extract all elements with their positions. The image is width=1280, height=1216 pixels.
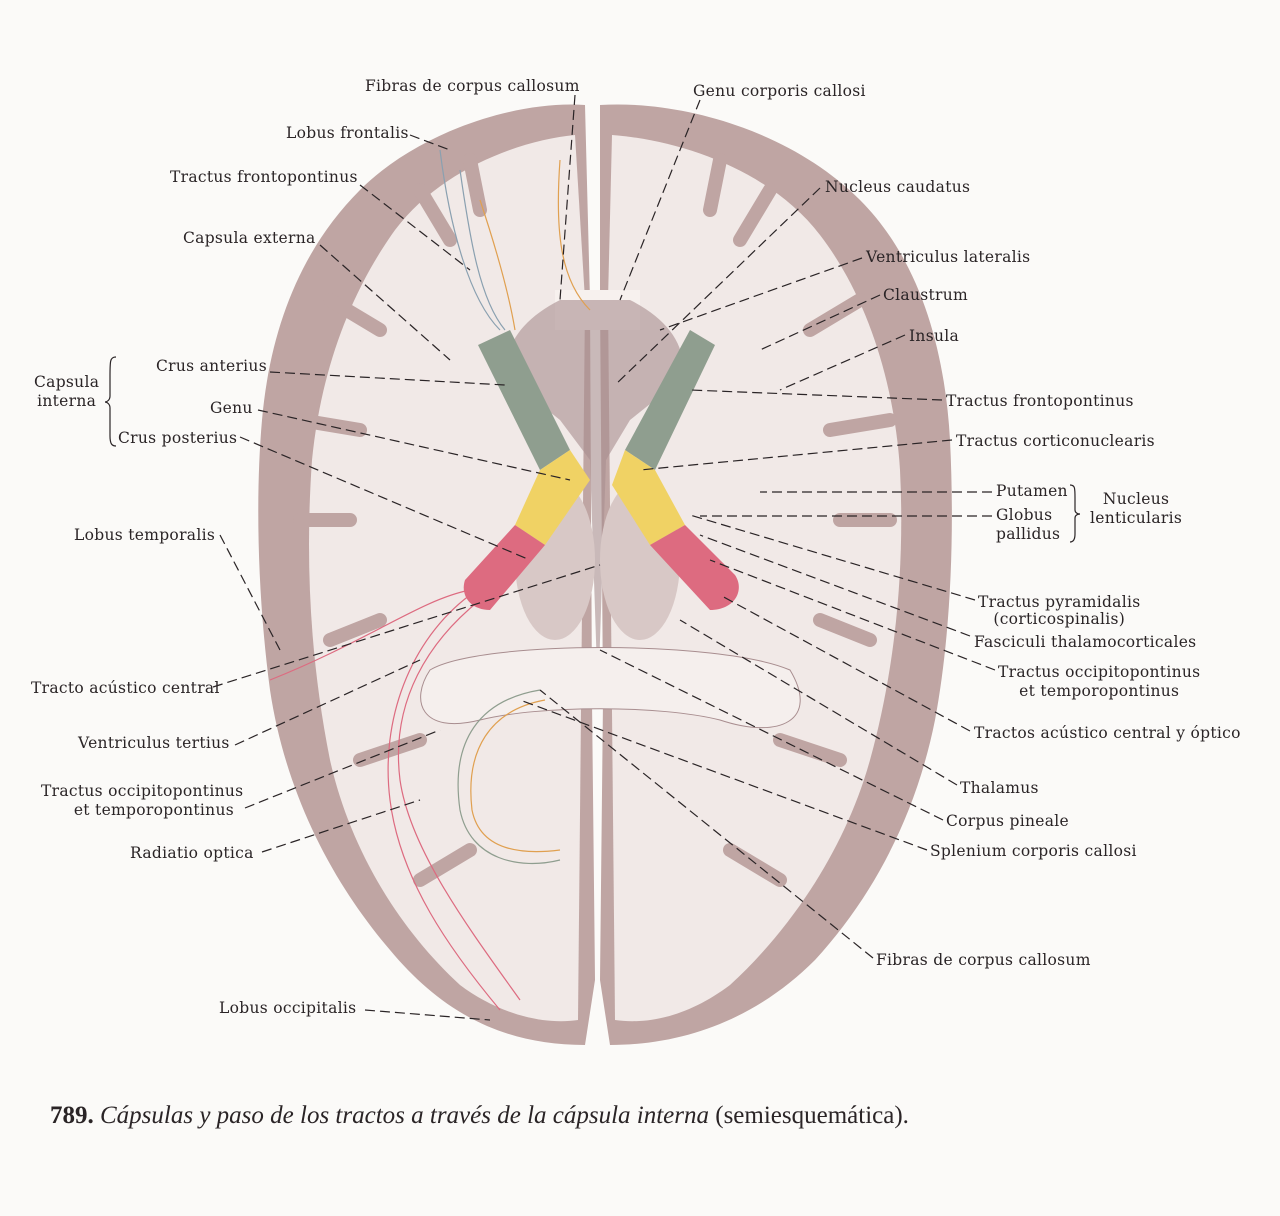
pyramidalis-line2: (corticospinalis) bbox=[993, 610, 1126, 628]
label-splenium: Splenium corporis callosi bbox=[930, 842, 1137, 860]
capsula-interna-left bbox=[463, 330, 590, 610]
ventricles bbox=[507, 300, 683, 700]
label-corpus-pineale: Corpus pineale bbox=[946, 812, 1069, 830]
label-thalamus: Thalamus bbox=[960, 779, 1039, 797]
label-tractus-pyramidalis: Tractus pyramidalis (corticospinalis) bbox=[978, 594, 1140, 628]
figure-title: Cápsulas y paso de los tractos a través … bbox=[100, 1102, 709, 1129]
label-nucleus-caudatus: Nucleus caudatus bbox=[825, 178, 971, 196]
label-nucleus-lenticularis: Nucleus lenticularis bbox=[1090, 490, 1182, 528]
label-fibras-corpus-callosum-top: Fibras de corpus callosum bbox=[365, 77, 580, 95]
label-tractus-corticonuclearis: Tractus corticonuclearis bbox=[956, 432, 1155, 450]
label-lobus-frontalis: Lobus frontalis bbox=[286, 124, 409, 142]
label-lobus-temporalis: Lobus temporalis bbox=[74, 526, 216, 544]
label-tractos-acustico-optico: Tractos acústico central y óptico bbox=[974, 724, 1241, 742]
label-genu: Genu bbox=[210, 399, 253, 417]
capsula-interna-right bbox=[612, 330, 739, 610]
label-crus-posterius: Crus posterius bbox=[118, 429, 238, 447]
globus-line2: pallidus bbox=[996, 525, 1061, 543]
label-capsula-interna: Capsula interna bbox=[34, 373, 99, 411]
occipito-right-line1: Tractus occipitopontinus bbox=[998, 663, 1201, 681]
label-putamen: Putamen bbox=[996, 482, 1068, 500]
label-fibras-corpus-callosum-bottom: Fibras de corpus callosum bbox=[876, 951, 1091, 969]
brace-capsula-interna bbox=[104, 356, 117, 447]
label-crus-anterius: Crus anterius bbox=[156, 357, 267, 375]
capsula-interna-line2: interna bbox=[37, 392, 97, 410]
lenticularis-line1: Nucleus bbox=[1102, 490, 1170, 508]
label-genu-corporis-callosi: Genu corporis callosi bbox=[693, 82, 866, 100]
brace-nucleus-lenticularis bbox=[1069, 484, 1081, 543]
label-claustrum: Claustrum bbox=[883, 286, 969, 304]
globus-line1: Globus bbox=[996, 506, 1053, 524]
label-capsula-externa: Capsula externa bbox=[183, 229, 316, 247]
label-ventriculus-lateralis: Ventriculus lateralis bbox=[866, 248, 1031, 266]
label-tractus-frontopontinus-right: Tractus frontopontinus bbox=[946, 392, 1134, 410]
label-globus-pallidus: Globus pallidus bbox=[996, 506, 1060, 544]
label-tractus-occipitopontinus-left: Tractus occipitopontinus et temporoponti… bbox=[41, 782, 244, 820]
occipito-left-line2: et temporopontinus bbox=[73, 801, 234, 819]
figure-number: 789. bbox=[50, 1102, 94, 1129]
occipito-right-line2: et temporopontinus bbox=[1019, 682, 1180, 700]
label-tracto-acustico-central: Tracto acústico central bbox=[31, 679, 220, 697]
label-radiatio-optica: Radiatio optica bbox=[130, 844, 254, 862]
label-fasciculi-thalamocorticales: Fasciculi thalamocorticales bbox=[974, 633, 1197, 651]
occipito-left-line1: Tractus occipitopontinus bbox=[41, 782, 244, 800]
splenium bbox=[420, 647, 801, 729]
label-lobus-occipitalis: Lobus occipitalis bbox=[219, 999, 357, 1017]
figure-caption: 789. Cápsulas y paso de los tractos a tr… bbox=[50, 1102, 909, 1130]
capsula-interna-line1: Capsula bbox=[34, 373, 100, 391]
lenticularis-line2: lenticularis bbox=[1090, 509, 1183, 527]
label-insula: Insula bbox=[909, 327, 960, 345]
pyramidalis-line1: Tractus pyramidalis bbox=[978, 593, 1141, 611]
figure-note: (semiesquemática). bbox=[715, 1102, 909, 1129]
label-tractus-frontopontinus-left: Tractus frontopontinus bbox=[170, 168, 358, 186]
label-tractus-occipitopontinus-right: Tractus occipitopontinus et temporoponti… bbox=[998, 663, 1200, 701]
label-ventriculus-tertius: Ventriculus tertius bbox=[78, 734, 230, 752]
